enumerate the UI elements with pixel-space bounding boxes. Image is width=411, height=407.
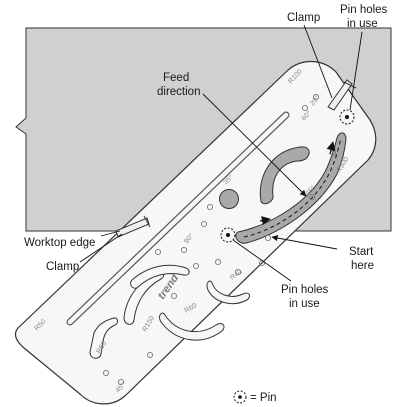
- pin-top: [339, 109, 355, 125]
- label-pin-holes-bottom-1: Pin holes: [281, 284, 329, 296]
- jig-plate: trend R100 R300 R50 R60 R80 R40 R150 20°…: [14, 60, 377, 405]
- leader-lines: [79, 24, 363, 282]
- label-clamp-bottom: Clamp: [46, 261, 79, 273]
- label-start-1: Start: [349, 246, 374, 258]
- clamp-top: [327, 79, 357, 111]
- label-pin-holes-bottom-2: in use: [289, 298, 320, 310]
- pin-legend-label: = Pin: [250, 392, 277, 404]
- curved-slot-upper: [259, 146, 310, 205]
- label-start-2: here: [351, 260, 374, 272]
- jig-outline: [14, 60, 377, 405]
- pin-holes: [102, 93, 337, 386]
- arc-slot-r300: [235, 132, 347, 244]
- cutter-path: [243, 137, 342, 238]
- label-worktop-edge: Worktop edge: [24, 237, 95, 249]
- slot-r40: [206, 280, 251, 305]
- label-feed-1: Feed: [163, 72, 189, 84]
- direction-arrow-right: [326, 141, 336, 155]
- pin-legend-icon: [233, 390, 247, 404]
- slot-r60: [159, 312, 225, 341]
- label-feed-2: direction: [157, 86, 200, 98]
- label-pin-holes-top-1: Pin holes: [340, 4, 388, 16]
- slot-r80: [89, 317, 118, 359]
- label-clamp-top: Clamp: [287, 12, 320, 24]
- round-hole: [219, 189, 239, 209]
- pin-bottom: [220, 227, 236, 243]
- label-pin-holes-top-2: in use: [347, 18, 378, 30]
- slot-r50: [130, 264, 190, 289]
- clamp-bottom: [115, 215, 151, 238]
- direction-arrow-small: [259, 216, 271, 226]
